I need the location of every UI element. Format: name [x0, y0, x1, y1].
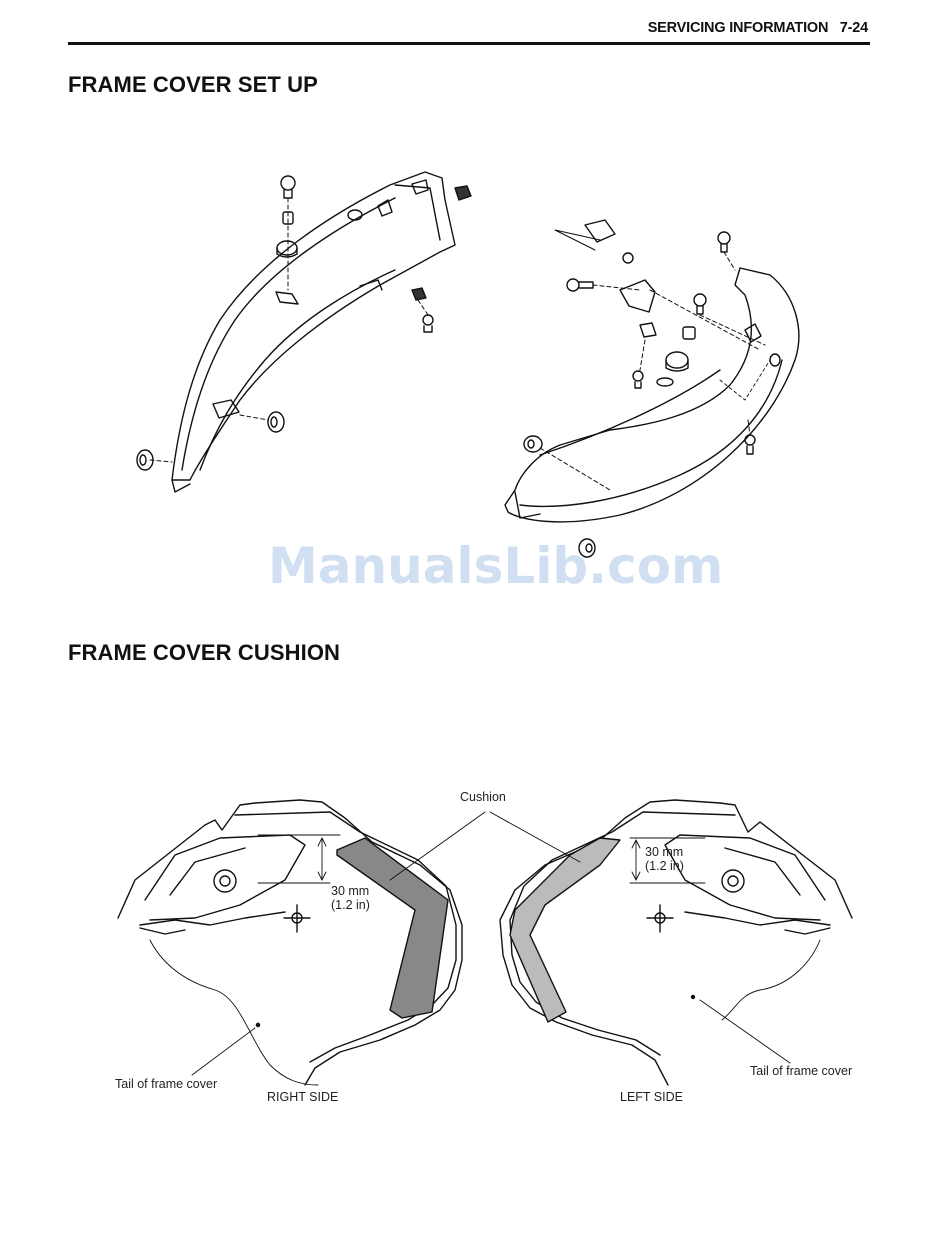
cushion-label: Cushion [460, 790, 506, 804]
left-dimension-mm: 30 mm [645, 845, 683, 859]
left-tail-label: Tail of frame cover [750, 1064, 852, 1078]
watermark: ManualsLib.com [268, 537, 723, 595]
left-dimension-in: (1.2 in) [645, 859, 684, 873]
right-side-cushion-view [118, 800, 485, 1085]
right-dimension-mm: 30 mm [331, 884, 369, 898]
left-side-cushion-view [257, 800, 853, 1085]
left-frame-cover-exploded [137, 172, 471, 492]
right-tail-label: Tail of frame cover [115, 1077, 217, 1091]
left-side-label: LEFT SIDE [620, 1090, 683, 1104]
right-side-label: RIGHT SIDE [267, 1090, 338, 1104]
right-dimension-in: (1.2 in) [331, 898, 370, 912]
right-frame-cover-exploded [505, 220, 799, 557]
